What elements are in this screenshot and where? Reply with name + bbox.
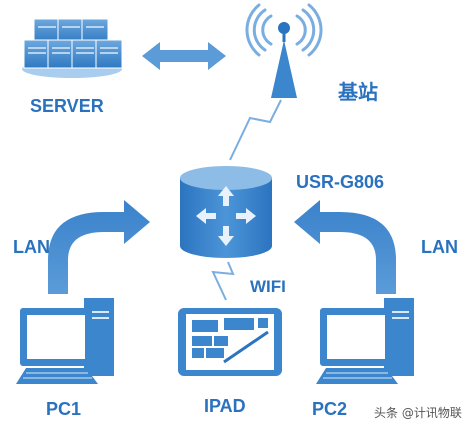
desktop-computer-icon: [16, 298, 114, 384]
ipad-label: IPAD: [204, 396, 246, 416]
base-station-label: 基站: [338, 80, 378, 104]
link-double-arrow: [142, 42, 226, 70]
pc1-label: PC1: [46, 399, 82, 419]
watermark: 头条 @计讯物联: [374, 406, 462, 420]
lan-label-left: LAN: [13, 237, 50, 257]
router-icon: [180, 166, 272, 258]
wifi-label: WIFI: [250, 277, 286, 296]
server-rack-icon: [22, 18, 123, 78]
lan-label-right: LAN: [421, 237, 458, 257]
router-label: USR-G806: [296, 172, 385, 192]
lan-arrow-right: [294, 200, 396, 294]
tablet-icon: [178, 308, 282, 376]
wireless-link-icon: [229, 99, 282, 161]
pc2-label: PC2: [312, 399, 348, 419]
wifi-link-icon: [211, 261, 235, 301]
desktop-computer-icon: [316, 298, 414, 384]
lan-arrow-left: [48, 200, 150, 294]
server-label: SERVER: [30, 96, 104, 116]
antenna-tower-icon: [245, 3, 323, 98]
